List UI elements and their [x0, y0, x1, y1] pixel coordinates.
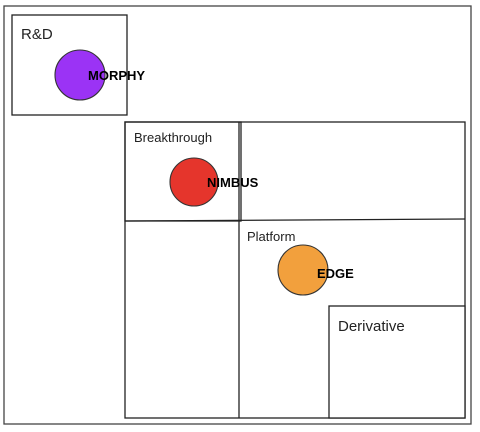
breakthrough-box	[124, 121, 242, 222]
platform-label: Platform	[247, 229, 295, 244]
derivative-box	[328, 305, 466, 419]
nimbus-label: NIMBUS	[207, 175, 259, 190]
edge-bubble	[277, 244, 329, 296]
rd-label: R&D	[21, 26, 53, 43]
nimbus-bubble	[169, 157, 219, 207]
morphy-bubble	[54, 49, 106, 101]
breakthrough-label: Breakthrough	[134, 130, 212, 145]
edge-label: EDGE	[317, 266, 354, 281]
morphy-label: MORPHY	[88, 68, 145, 83]
derivative-label: Derivative	[338, 318, 405, 335]
